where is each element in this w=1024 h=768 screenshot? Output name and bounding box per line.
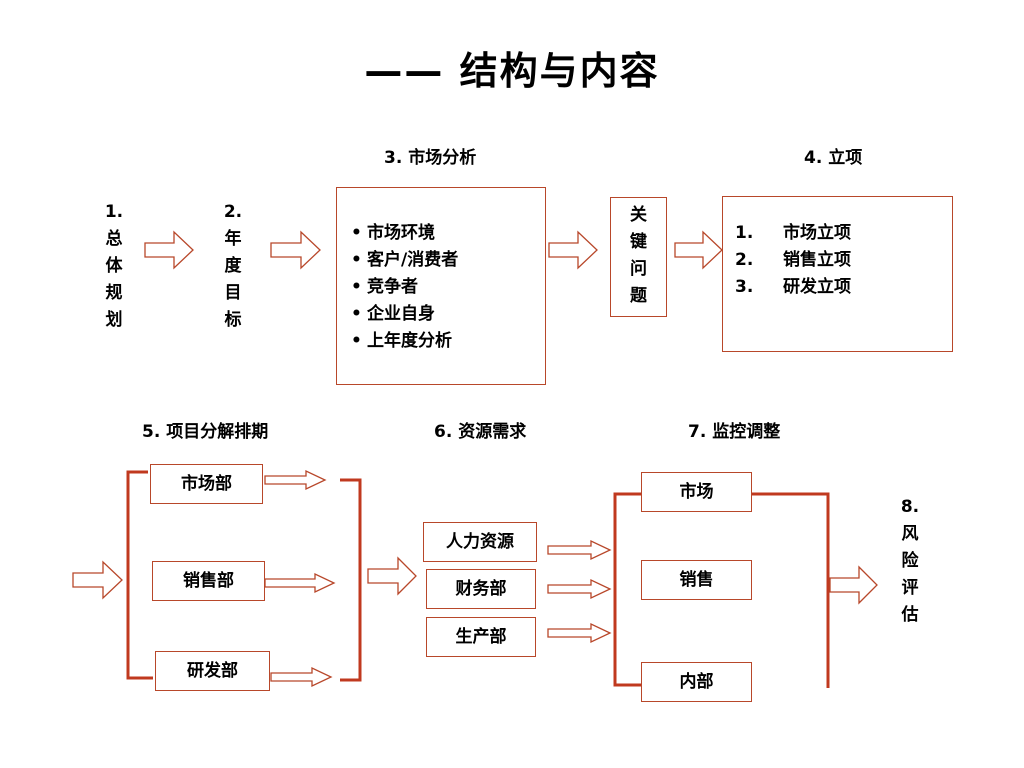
step-1-char: 规 bbox=[105, 283, 123, 303]
arrow-3-to-key bbox=[548, 230, 598, 270]
step-2-char: 标 bbox=[224, 310, 242, 330]
step-2-char: 度 bbox=[224, 256, 242, 276]
list-item: 3.研发立项 bbox=[735, 277, 851, 297]
list-item: 上年度分析 bbox=[351, 328, 545, 355]
small-arrow-rd-dept bbox=[270, 666, 333, 688]
project-approval-list: 1.市场立项 2.销售立项 3.研发立项 bbox=[735, 220, 952, 301]
key-problems-char: 题 bbox=[630, 286, 647, 306]
step-6-heading: 6. 资源需求 bbox=[434, 422, 527, 442]
monitor-box-market: 市场 bbox=[641, 472, 752, 512]
key-problems-char: 关 bbox=[630, 205, 647, 225]
key-problems-char: 问 bbox=[630, 259, 647, 279]
list-item: 1.市场立项 bbox=[735, 223, 851, 243]
step-2: 2. 年 度 目 标 bbox=[219, 199, 247, 334]
step-8-char: 险 bbox=[901, 551, 919, 571]
step-8: 8. 风 险 评 估 bbox=[896, 494, 924, 629]
step-5-heading: 5. 项目分解排期 bbox=[142, 422, 269, 442]
resource-box-production: 生产部 bbox=[426, 617, 536, 657]
list-item: 市场环境 bbox=[351, 220, 545, 247]
step-4-heading: 4. 立项 bbox=[804, 148, 863, 168]
bracket-5-left bbox=[126, 470, 153, 680]
dept-box-market: 市场部 bbox=[150, 464, 263, 504]
step-3-heading: 3. 市场分析 bbox=[384, 148, 477, 168]
step-2-char: 年 bbox=[224, 229, 242, 249]
monitor-box-internal: 内部 bbox=[641, 662, 752, 702]
arrow-key-to-4 bbox=[674, 230, 723, 270]
step-8-char: 风 bbox=[901, 524, 919, 544]
market-analysis-list: 市场环境 客户/消费者 竞争者 企业自身 上年度分析 bbox=[351, 220, 545, 355]
step-8-char: 估 bbox=[901, 605, 919, 625]
small-arrow-finance bbox=[547, 578, 612, 600]
arrow-5-to-6 bbox=[367, 556, 417, 596]
small-arrow-hr bbox=[547, 539, 612, 561]
list-item: 2.销售立项 bbox=[735, 250, 851, 270]
key-problems-char: 键 bbox=[630, 232, 647, 252]
bracket-7-right bbox=[752, 492, 830, 688]
bracket-7-left bbox=[613, 492, 641, 687]
step-7-heading: 7. 监控调整 bbox=[688, 422, 781, 442]
resource-box-finance: 财务部 bbox=[426, 569, 536, 609]
list-item: 客户/消费者 bbox=[351, 247, 545, 274]
step-8-number: 8. bbox=[900, 497, 920, 517]
arrow-2-to-3 bbox=[270, 230, 321, 270]
step-1-char: 总 bbox=[105, 229, 123, 249]
arrow-into-5 bbox=[72, 560, 123, 600]
page-title: —— 结构与内容 bbox=[364, 49, 660, 93]
step-1-number: 1. bbox=[104, 202, 124, 222]
arrow-7-to-8 bbox=[829, 565, 878, 605]
dept-box-rd: 研发部 bbox=[155, 651, 270, 691]
step-1-char: 划 bbox=[105, 310, 123, 330]
monitor-box-sales: 销售 bbox=[641, 560, 752, 600]
dept-box-sales: 销售部 bbox=[152, 561, 265, 601]
step-2-number: 2. bbox=[223, 202, 243, 222]
arrow-1-to-2 bbox=[144, 230, 194, 270]
key-problems-box: 关 键 问 题 bbox=[610, 197, 667, 317]
small-arrow-market-dept bbox=[264, 469, 327, 491]
project-approval-box: 1.市场立项 2.销售立项 3.研发立项 bbox=[722, 196, 953, 352]
small-arrow-production bbox=[547, 622, 612, 644]
resource-box-hr: 人力资源 bbox=[423, 522, 537, 562]
market-analysis-box: 市场环境 客户/消费者 竞争者 企业自身 上年度分析 bbox=[336, 187, 546, 385]
step-1: 1. 总 体 规 划 bbox=[100, 199, 128, 334]
step-2-char: 目 bbox=[224, 283, 242, 303]
step-1-char: 体 bbox=[105, 256, 123, 276]
step-8-char: 评 bbox=[901, 578, 919, 598]
list-item: 企业自身 bbox=[351, 301, 545, 328]
list-item: 竞争者 bbox=[351, 274, 545, 301]
small-arrow-sales-dept bbox=[264, 572, 336, 594]
bracket-5-right bbox=[340, 478, 362, 682]
